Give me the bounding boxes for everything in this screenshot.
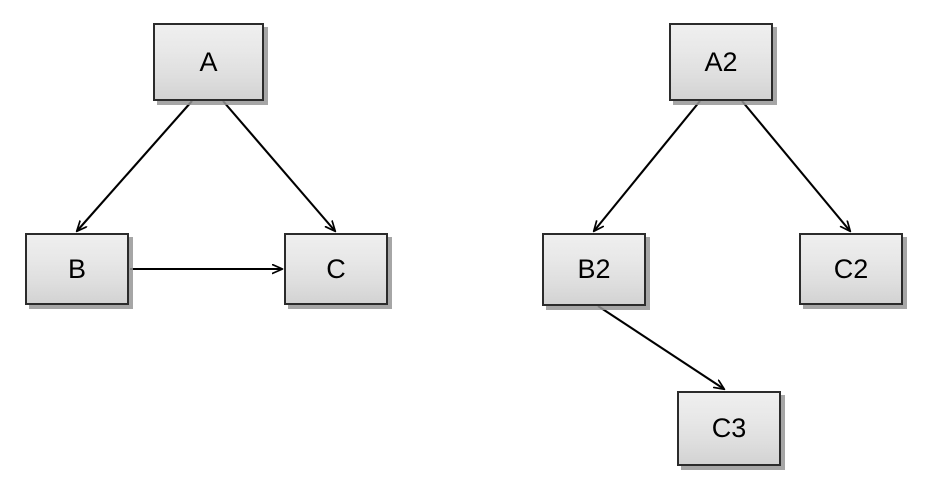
node-a[interactable]: A	[153, 23, 264, 101]
node-label: A	[199, 46, 218, 77]
node-label: C3	[711, 413, 747, 443]
node-label: C2	[833, 253, 869, 284]
edge-a2-to-b2	[594, 100, 701, 231]
node-c3[interactable]: C3	[677, 391, 781, 466]
edge-a-to-b	[77, 100, 193, 231]
node-label: A2	[704, 46, 738, 77]
node-label: C	[326, 253, 346, 284]
edge-a-to-c	[222, 100, 335, 231]
node-c2[interactable]: C2	[799, 233, 903, 305]
node-b[interactable]: B	[25, 233, 129, 305]
node-b2[interactable]: B2	[542, 233, 646, 306]
edge-a2-to-c2	[741, 100, 850, 231]
node-label: B2	[577, 254, 611, 284]
edge-b2-to-c3	[597, 305, 724, 389]
node-c[interactable]: C	[284, 233, 388, 305]
node-a2[interactable]: A2	[669, 23, 773, 101]
node-label: B	[67, 253, 86, 284]
